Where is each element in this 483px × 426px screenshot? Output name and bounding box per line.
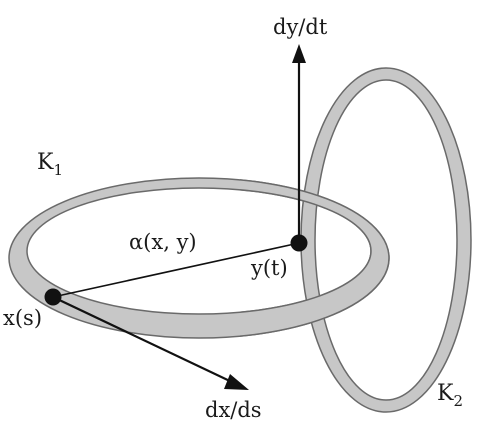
- tangent-dy-dt: [292, 44, 306, 243]
- point-x: [44, 288, 62, 306]
- label-k1-sub: 1: [53, 161, 63, 179]
- ring-k2: [300, 67, 472, 413]
- label-alpha: α(x, y): [129, 230, 197, 254]
- label-y-t: y(t): [250, 256, 288, 280]
- ring-k1-front: [240, 179, 390, 337]
- label-k2: K2: [437, 381, 463, 410]
- point-y: [290, 234, 308, 252]
- alpha-line: [52, 242, 300, 298]
- label-dy-dt: dy/dt: [273, 15, 328, 39]
- tangent-dx-ds: [52, 296, 249, 390]
- label-dx-ds: dx/ds: [205, 398, 262, 422]
- label-k2-sub: 2: [453, 392, 463, 410]
- label-x-s: x(s): [3, 306, 42, 330]
- label-k1: K1: [37, 150, 63, 179]
- label-k2-main: K: [437, 381, 454, 406]
- label-k1-main: K: [37, 150, 54, 175]
